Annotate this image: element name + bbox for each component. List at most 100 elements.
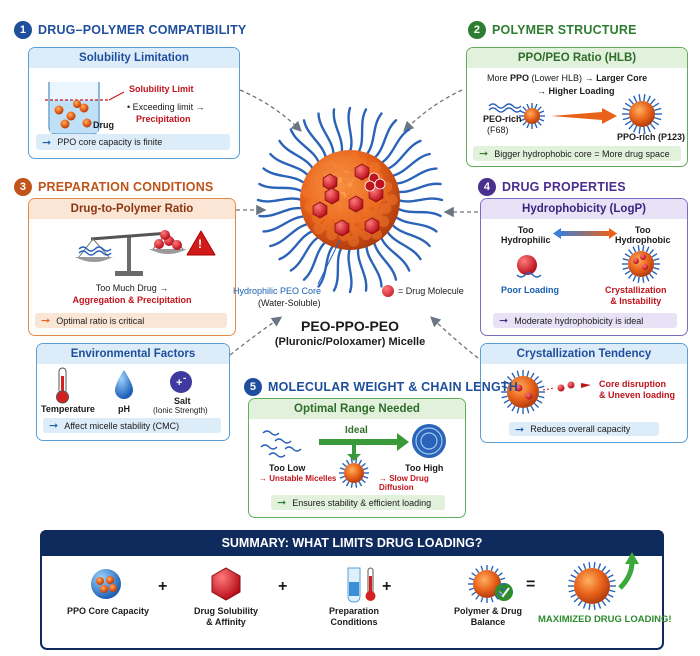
- temperature-label: Temperature: [41, 404, 95, 414]
- hydrophobicity-note: ➞ Moderate hydrophobicity is ideal: [493, 313, 677, 328]
- peo-chain: [385, 139, 422, 171]
- peo-chain: [506, 375, 513, 382]
- peo-chain: [536, 399, 543, 404]
- peo-chain: [637, 245, 640, 252]
- peo-chain: [506, 402, 513, 409]
- peo-chain: [582, 563, 587, 570]
- precipitation-text: Precipitation: [136, 114, 191, 124]
- section-5-header: 5 MOLECULAR WEIGHT & CHAIN LENGTH: [244, 378, 518, 396]
- ratio-panel: PPO/PEO Ratio (HLB) More PPO (Lower HLB)…: [466, 47, 688, 167]
- peo-chain: [501, 385, 508, 389]
- peo-chain: [622, 107, 630, 112]
- peo-chain: [652, 102, 660, 108]
- peo-chain: [539, 110, 545, 114]
- arrow-right-icon: ➞: [41, 315, 51, 327]
- ppo-rule-line: More PPO (Lower HLB) → Larger Core: [487, 73, 648, 83]
- peo-chain: [601, 565, 607, 572]
- core-texture: [348, 151, 360, 163]
- peo-chain: [379, 128, 411, 165]
- peo-chain: [494, 568, 499, 574]
- peo-chain: [519, 110, 525, 114]
- peo-chain: [537, 121, 542, 126]
- ppo-rich-label: PPO-rich (P123): [617, 132, 686, 142]
- peo-chain: [471, 572, 477, 577]
- crystallization-instability-label: Crystallization& Instability: [605, 285, 667, 306]
- crystallization-panel-title: Crystallization Tendency: [481, 344, 687, 364]
- section-3-title: PREPARATION CONDITIONS: [38, 180, 214, 194]
- peo-chain: [511, 372, 516, 379]
- solubility-limit-label: Solubility Limit: [129, 84, 194, 94]
- peo-chain: [500, 577, 506, 581]
- peo-chain: [536, 380, 543, 385]
- summary-plus-1: +: [158, 578, 168, 595]
- core-texture: [322, 219, 334, 231]
- svg-text:-: -: [183, 373, 186, 384]
- peo-chain: [539, 118, 545, 122]
- arrow-right-icon: ➞: [499, 315, 509, 327]
- peo-chain: [396, 207, 442, 218]
- peo-chain: [651, 253, 658, 258]
- crystallization-note-text: Reduces overall capacity: [530, 424, 631, 434]
- exceeding-limit-text: • Exceeding limit →: [127, 102, 205, 112]
- peo-chain: [526, 123, 530, 129]
- section-5-number: 5: [244, 378, 262, 396]
- crystallization-note: ➞ Reduces overall capacity: [509, 422, 659, 436]
- peo-chain: [393, 215, 438, 233]
- peo-chain: [573, 597, 579, 603]
- peo-chain: [628, 273, 634, 279]
- drug-crystal: [374, 178, 386, 190]
- section-3-number: 3: [14, 178, 32, 196]
- peo-chain: [568, 579, 575, 583]
- hydrophobicity-note-text: Moderate hydrophobicity is ideal: [514, 315, 644, 326]
- peo-chain: [503, 380, 510, 385]
- peo-chain: [503, 399, 510, 404]
- core-texture: [345, 186, 357, 198]
- peo-chain: [526, 370, 530, 377]
- peo-chain: [278, 139, 315, 171]
- core-texture: [351, 178, 363, 190]
- peo-chain: [355, 482, 358, 488]
- chain-length-note: ➞ Ensures stability & efficient loading: [271, 495, 445, 510]
- environment-note-text: Affect micelle stability (CMC): [64, 420, 180, 431]
- peo-chain: [278, 229, 315, 261]
- peo-chain: [607, 574, 614, 579]
- peo-chain: [526, 407, 530, 414]
- drug-molecule: [324, 187, 340, 205]
- ratio-note-text: Bigger hydrophobic core = More drug spac…: [494, 148, 670, 159]
- peo-chain: [646, 95, 651, 103]
- peo-chain: [317, 112, 335, 157]
- peo-chain: [468, 587, 474, 591]
- peo-chain: [500, 587, 506, 591]
- peo-chain: [519, 118, 525, 122]
- arrow-right-icon: ➞: [515, 423, 525, 436]
- core-texture: [323, 164, 335, 176]
- too-low-label: Too Low: [269, 463, 306, 473]
- peo-chain: [654, 107, 662, 112]
- core-texture: [371, 207, 383, 219]
- crystallization-illustration: [501, 370, 591, 414]
- peo-chain: [350, 458, 353, 464]
- peo-chain: [642, 245, 645, 252]
- peo-chain: [622, 116, 630, 121]
- peo-chain: [480, 565, 484, 571]
- peo-chain: [385, 229, 422, 261]
- peo-chain: [633, 95, 638, 103]
- summary-title: SUMMARY: WHAT LIMITS DRUG LOADING?: [40, 530, 664, 556]
- peo-chain: [358, 481, 363, 487]
- solubility-panel-title: Solubility Limitation: [29, 48, 239, 68]
- summary-plus-3: +: [382, 578, 392, 595]
- hydrophobicity-panel-title: Hydrophobicity (LogP): [481, 199, 687, 219]
- peo-chain: [480, 597, 484, 603]
- peo-chain: [475, 568, 480, 574]
- peo-chain: [533, 375, 540, 382]
- peo-chain: [289, 235, 321, 272]
- peo-chain: [624, 120, 632, 126]
- peo-chain: [648, 249, 654, 255]
- drug-molecule-icon: [382, 285, 394, 297]
- peo-chain: [653, 266, 660, 271]
- peo-chain: [628, 123, 635, 130]
- water-soluble-label: (Water-Soluble): [258, 298, 321, 308]
- peo-chain: [390, 222, 431, 248]
